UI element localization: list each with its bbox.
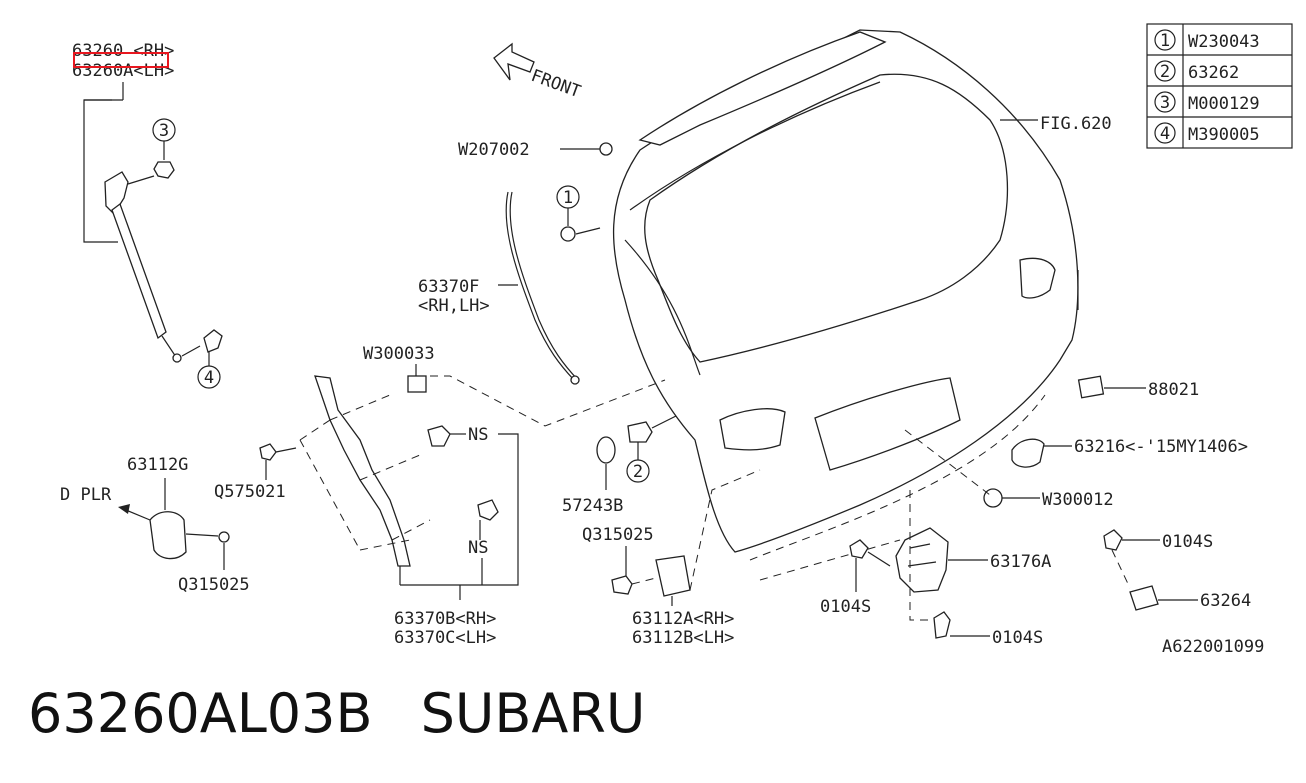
p63370c-label: 63370C<LH> [394, 628, 496, 648]
highlight-box [73, 52, 169, 68]
bolt [933, 611, 951, 639]
legend-num: 3 [1160, 93, 1170, 113]
callout-number: 3 [159, 121, 169, 141]
p63370b-label: 63370B<RH> [394, 609, 496, 629]
washer-hose [505, 191, 575, 381]
clip [427, 425, 451, 447]
strut-bracket [104, 171, 129, 216]
striker [1129, 585, 1159, 611]
fig620-label: FIG.620 [1040, 114, 1112, 134]
front-label: FRONT [528, 66, 583, 102]
screw [218, 531, 230, 543]
bumper-plug [596, 436, 616, 464]
p88021-group: 88021 [1077, 375, 1199, 400]
grip-handle [149, 511, 187, 560]
p63216-label: 63216<-'15MY1406> [1074, 437, 1248, 457]
footer-caption: 63260AL03B SUBARU [28, 682, 645, 745]
w300012-label: W300012 [1042, 490, 1114, 510]
bolt [153, 161, 175, 179]
legend-table: 1 2 3 4 W230043 63262 M000129 M390005 [1146, 23, 1293, 149]
clip [477, 499, 499, 521]
bumper-57243b-group: 57243B 2 [562, 415, 677, 516]
callout-number: 4 [204, 368, 214, 388]
license-recess [814, 377, 961, 471]
q315025-mid-label: Q315025 [582, 525, 654, 545]
latch [895, 527, 949, 593]
p63370f-sub-label: <RH,LH> [418, 296, 490, 316]
trim-panel-group: Q575021 NS NS 63370B<RH> 63370C<LH> [214, 375, 519, 648]
callout-circle [197, 365, 221, 389]
legend-part: M000129 [1188, 94, 1260, 114]
bolt [849, 539, 869, 559]
q315025-left-label: Q315025 [178, 575, 250, 595]
w300012-group: W300012 [904, 429, 1114, 510]
w300033-group: W300033 [363, 344, 666, 427]
parts-diagram: 1 2 3 4 W230043 63262 M000129 M390005 63… [60, 23, 1293, 657]
ns-bottom-label: NS [468, 538, 488, 558]
callout-1-group: 1 [556, 185, 601, 242]
strut-cylinder [111, 202, 167, 340]
p63112g-label: 63112G [127, 455, 188, 475]
stopper [627, 421, 653, 443]
p88021-label: 88021 [1148, 380, 1199, 400]
trim-handle [655, 555, 691, 597]
washer-hose-group: 63370F <RH,LH> [418, 191, 580, 385]
handle-63112a-group: Q315025 63112A<RH> 63112B<LH> [582, 469, 761, 648]
dplr-label: D PLR [60, 485, 112, 505]
p63112b-label: 63112B<LH> [632, 628, 734, 648]
w300033-label: W300033 [363, 344, 435, 364]
strut-rh-label: 63260 <RH> [72, 41, 174, 61]
bolt [1103, 529, 1123, 551]
p63264-label: 63264 [1200, 591, 1251, 611]
w207002-group: W207002 [458, 140, 613, 160]
p63216-group: 63216<-'15MY1406> [1011, 437, 1248, 468]
legend-part: W230043 [1188, 32, 1260, 52]
arrow-icon [493, 42, 535, 81]
w207002-label: W207002 [458, 140, 530, 160]
legend-num: 4 [1160, 124, 1170, 144]
callout-number: 2 [633, 462, 643, 482]
clip [560, 226, 576, 242]
latch-63176a-group: 63176A 0104S 0104S [759, 490, 1051, 648]
spoiler [638, 31, 887, 146]
p63370f-label: 63370F [418, 277, 479, 297]
legend-num: 1 [1160, 31, 1170, 51]
callout-circle [626, 459, 650, 483]
s0104-b-label: 0104S [992, 628, 1043, 648]
part-number: 63260AL03B [28, 682, 373, 745]
bumper-block [1077, 375, 1105, 399]
legend-part: 63262 [1188, 63, 1239, 83]
q575021-label: Q575021 [214, 482, 286, 502]
s0104-c-label: 0104S [1162, 532, 1213, 552]
arrow-icon [118, 504, 130, 514]
brand-name: SUBARU [420, 682, 646, 745]
clip [407, 375, 427, 393]
legend-num: 2 [1160, 62, 1170, 82]
strut-lh-label: 63260A<LH> [72, 61, 174, 81]
ball-stud [203, 329, 223, 353]
liftgate-panel: FIG.620 [612, 29, 1112, 561]
trim-panel [314, 375, 411, 567]
front-arrow: FRONT [493, 42, 583, 102]
clip [983, 488, 1003, 508]
screw [259, 443, 277, 461]
ns-top-label: NS [468, 425, 488, 445]
s0104-a-label: 0104S [820, 597, 871, 617]
grommet [599, 142, 613, 156]
legend-part: M390005 [1188, 125, 1260, 145]
handle-63112g-group: 63112G D PLR Q315025 [60, 455, 250, 595]
p57243b-label: 57243B [562, 496, 623, 516]
striker-63264-group: 0104S 63264 [1103, 529, 1251, 611]
p63112a-label: 63112A<RH> [632, 609, 734, 629]
drawing-number: A622001099 [1162, 637, 1264, 657]
gasket [1011, 438, 1045, 468]
gas-strut-group: 63260 <RH> 63260A<LH> 3 4 [72, 41, 223, 389]
callout-number: 1 [563, 188, 573, 208]
p63176a-label: 63176A [990, 552, 1051, 572]
screw [611, 575, 633, 595]
